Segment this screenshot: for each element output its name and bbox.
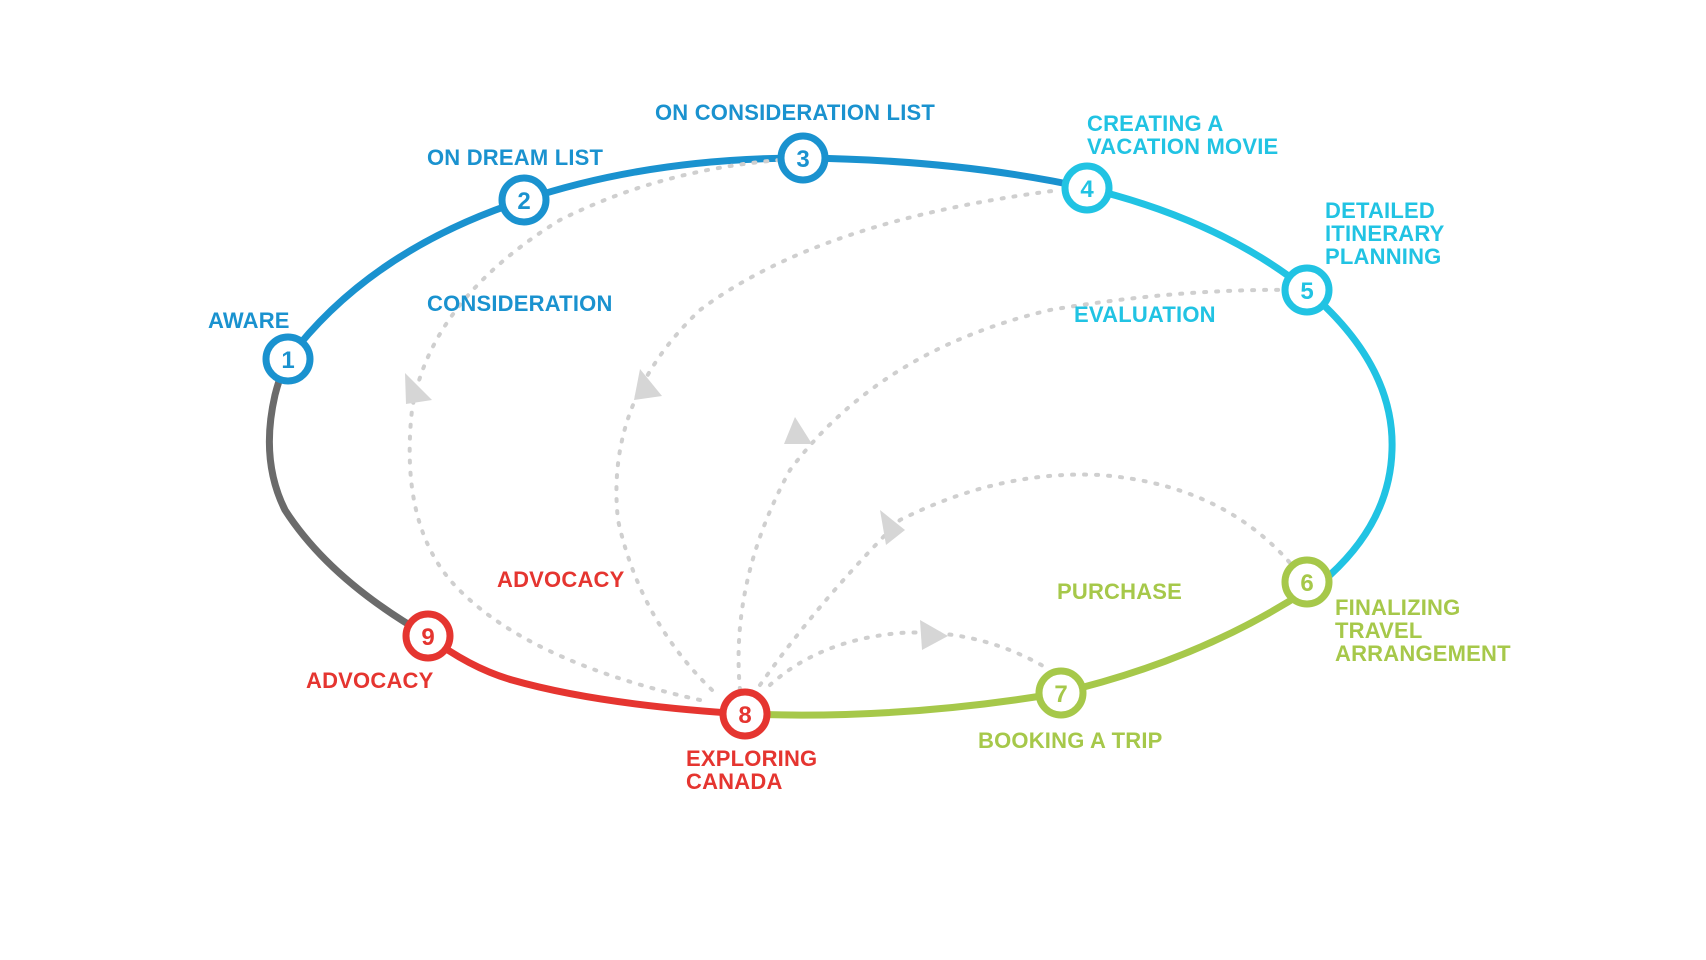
stage-label-line: VACATION MOVIE — [1087, 134, 1278, 159]
stage-label-exploring-canada: EXPLORING CANADA — [686, 746, 824, 794]
stage-node-4[interactable]: 4 — [1061, 162, 1113, 214]
stage-number-8: 8 — [738, 702, 751, 729]
stage-label-line: CREATING A — [1087, 111, 1223, 136]
arrowhead-5 — [920, 620, 948, 650]
stage-label-line: DETAILED — [1325, 198, 1435, 223]
stage-label-finalizing-travel-arrangement: FINALIZING TRAVEL ARRANGEMENT — [1335, 595, 1511, 666]
stage-label-on-consideration-list: ON CONSIDERATION LIST — [655, 100, 935, 125]
arrowhead-3 — [784, 417, 812, 444]
feedback-arc-to-4 — [614, 188, 1062, 692]
stage-node-1[interactable]: 1 — [262, 333, 314, 385]
stage-label-line: FINALIZING — [1335, 595, 1460, 620]
stage-number-9: 9 — [421, 624, 434, 651]
phase-label-advocacy: ADVOCACY — [497, 567, 625, 592]
stage-node-2[interactable]: 2 — [498, 174, 550, 226]
stage-label-detailed-itinerary-planning: DETAILED ITINERARY PLANNING — [1325, 198, 1450, 269]
phase-labels: CONSIDERATION EVALUATION PURCHASE ADVOCA… — [427, 291, 1216, 604]
stage-label-advocacy: ADVOCACY — [306, 668, 434, 693]
stage-label-on-dream-list: ON DREAM LIST — [427, 145, 604, 170]
loop-segment-advocacy-to-aware — [265, 355, 432, 640]
stage-node-3[interactable]: 3 — [777, 132, 829, 184]
feedback-arcs — [407, 158, 1302, 702]
stage-label-line: EXPLORING — [686, 746, 817, 771]
phase-label-evaluation: EVALUATION — [1074, 302, 1216, 327]
arrowhead-4 — [880, 510, 905, 545]
feedback-arrowheads — [405, 369, 948, 650]
stage-label-booking-a-trip: BOOKING A TRIP — [978, 728, 1163, 753]
stage-label-line: ITINERARY — [1325, 221, 1445, 246]
stage-node-9[interactable]: 9 — [402, 610, 454, 662]
feedback-arc-to-3 — [407, 158, 782, 702]
feedback-arc-to-6 — [758, 472, 1302, 687]
loop-segment-exploring-to-advocacy — [424, 632, 749, 718]
arrowhead-1 — [405, 373, 432, 404]
stage-node-6[interactable]: 6 — [1281, 556, 1333, 608]
stage-label-line: ARRANGEMENT — [1335, 641, 1511, 666]
stage-number-2: 2 — [517, 188, 530, 215]
stage-label-line: CANADA — [686, 769, 783, 794]
stage-number-7: 7 — [1054, 681, 1067, 708]
feedback-arc-to-7 — [768, 630, 1052, 687]
stage-number-6: 6 — [1300, 570, 1313, 597]
stage-node-7[interactable]: 7 — [1035, 667, 1087, 719]
stage-node-5[interactable]: 5 — [1281, 264, 1333, 316]
phase-label-purchase: PURCHASE — [1057, 579, 1182, 604]
arrowhead-2 — [634, 369, 662, 400]
stage-nodes: 1 2 3 4 5 6 7 8 — [262, 132, 1333, 740]
loop-segment-aware-to-on-consideration — [284, 154, 1091, 363]
stage-label-aware: AWARE — [208, 308, 290, 333]
loop-segment-finalizing-to-exploring — [741, 586, 1311, 719]
stage-number-5: 5 — [1300, 278, 1313, 305]
stage-labels: AWARE ON DREAM LIST ON CONSIDERATION LIS… — [208, 100, 1511, 794]
stage-label-line: TRAVEL — [1335, 618, 1422, 643]
phase-label-consideration: CONSIDERATION — [427, 291, 613, 316]
feedback-arc-to-5 — [736, 287, 1302, 692]
stage-label-creating-vacation-movie: CREATING A VACATION MOVIE — [1087, 111, 1278, 159]
stage-number-1: 1 — [281, 347, 294, 374]
stage-number-3: 3 — [796, 146, 809, 173]
stage-node-8[interactable]: 8 — [719, 688, 771, 740]
stage-number-4: 4 — [1080, 176, 1094, 203]
stage-label-line: PLANNING — [1325, 244, 1442, 269]
